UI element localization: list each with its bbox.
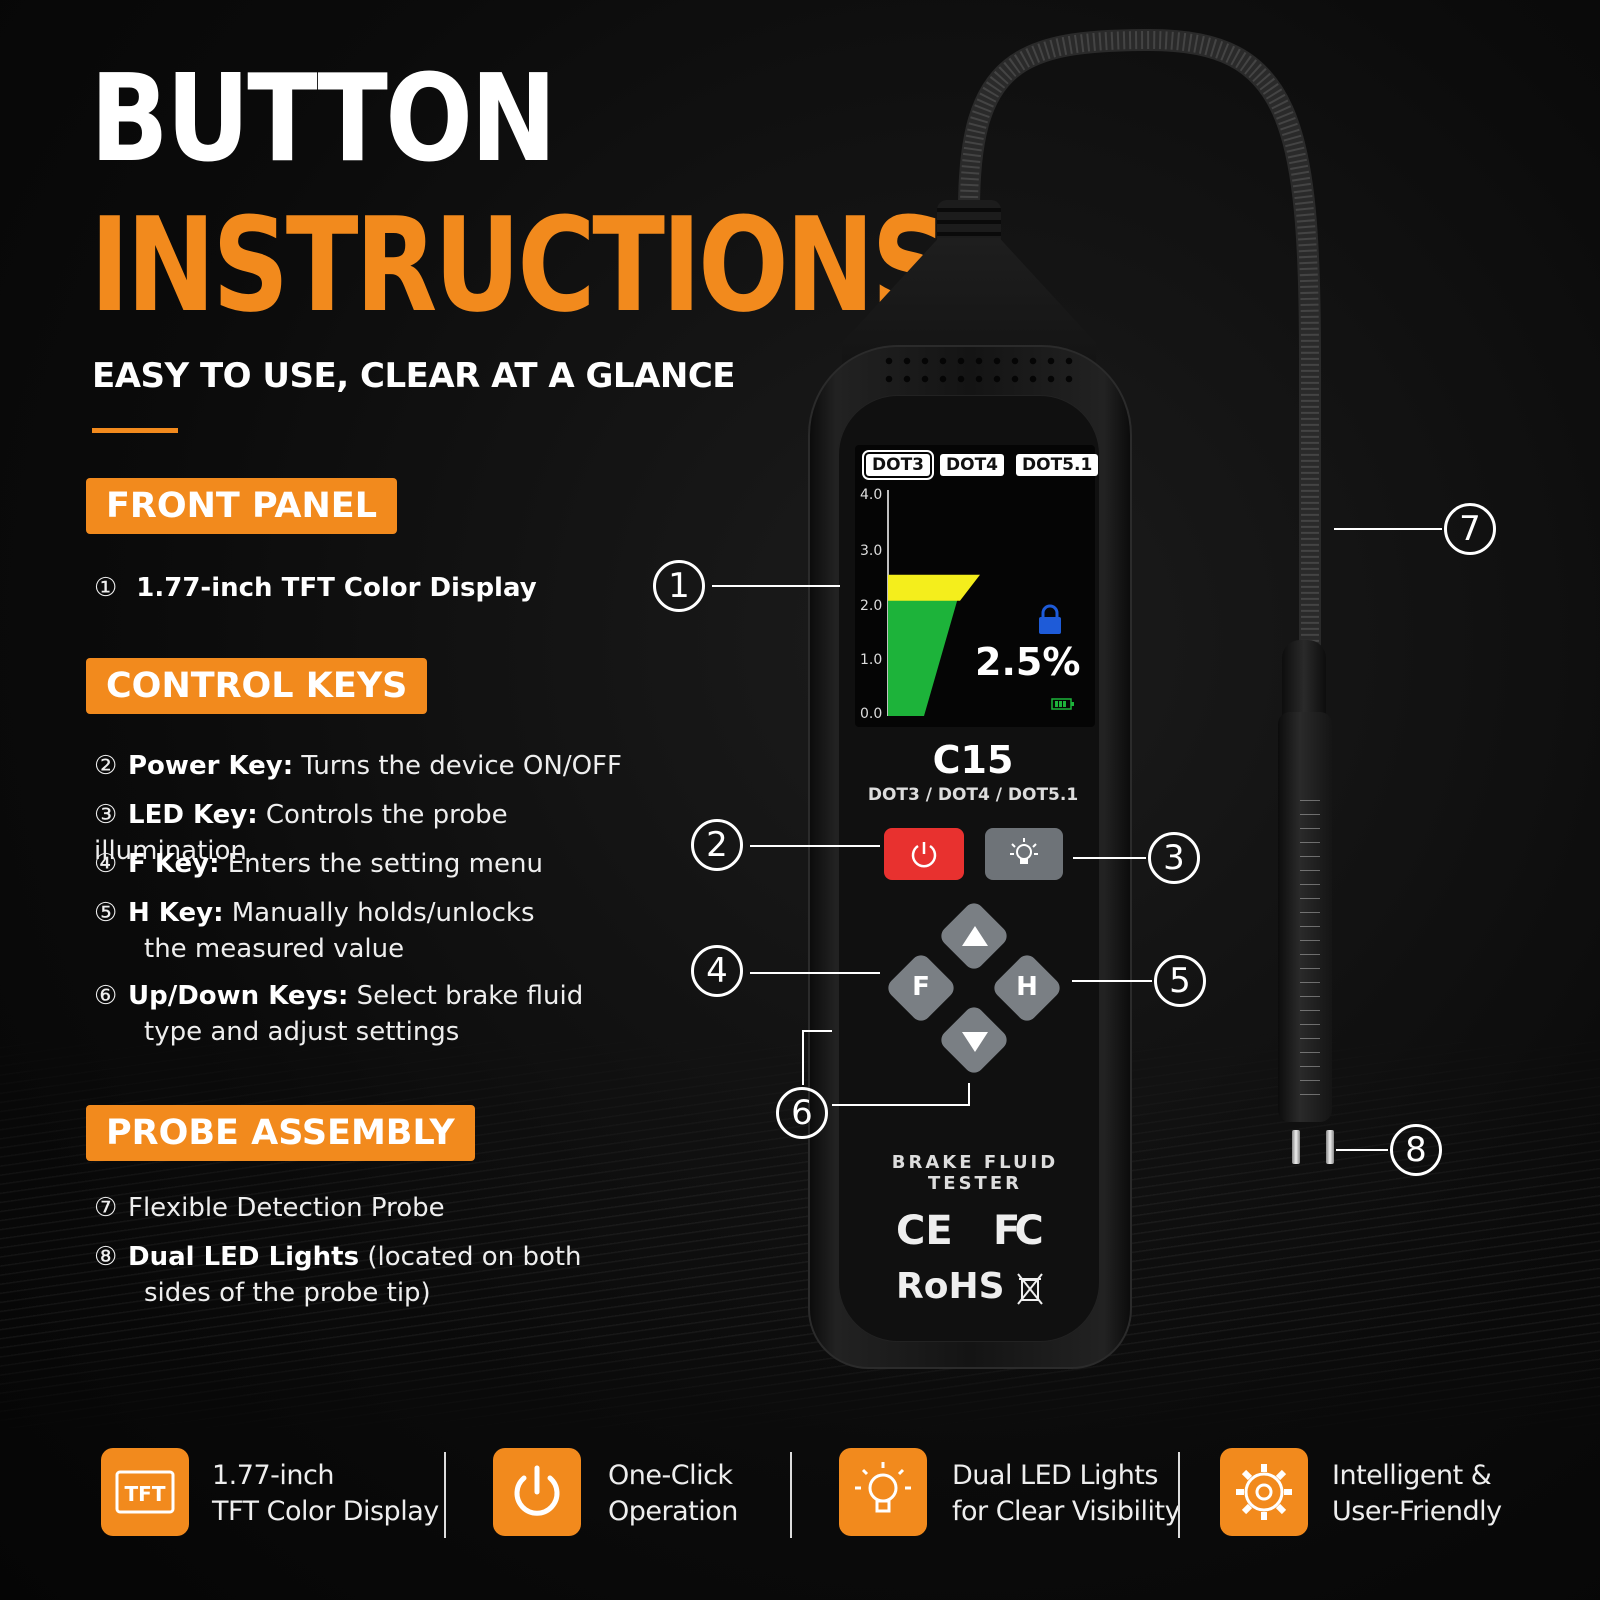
section-probe-assembly: PROBE ASSEMBLY	[86, 1105, 475, 1161]
fc-mark: FC	[993, 1208, 1044, 1254]
callout-2: 2	[691, 819, 743, 871]
rohs-mark: RoHS	[896, 1266, 1005, 1307]
brand-text: BRAKE FLUID TESTER	[891, 1152, 1059, 1194]
feature-tft-icon: TFT	[101, 1448, 189, 1536]
feature-bulb-icon	[839, 1448, 927, 1536]
axis-tick: 1.0	[860, 652, 883, 668]
svg-text:TFT: TFT	[125, 1482, 166, 1506]
power-key[interactable]	[884, 828, 964, 880]
probe-rod	[1278, 712, 1332, 1122]
axis-tick: 3.0	[860, 543, 883, 559]
section-control-keys: CONTROL KEYS	[86, 658, 428, 714]
callout-7: 7	[1444, 503, 1496, 555]
up-arrow-icon	[962, 926, 988, 946]
callout-line	[1073, 857, 1146, 859]
tft-icon: TFT	[115, 1470, 175, 1514]
callout-8: 8	[1390, 1124, 1442, 1176]
callout-line	[968, 1083, 970, 1105]
led-key[interactable]	[985, 828, 1063, 880]
down-arrow-icon	[962, 1032, 988, 1052]
feature-separator	[790, 1452, 792, 1538]
section-front-panel: FRONT PANEL	[86, 478, 397, 534]
model-name: C15	[932, 738, 1014, 782]
tab-dot3: DOT3	[862, 450, 934, 480]
model-subtitle: DOT3 / DOT4 / DOT5.1	[867, 785, 1079, 805]
probe-handle	[1282, 640, 1326, 720]
feature-separator	[1178, 1452, 1180, 1538]
subtitle: EASY TO USE, CLEAR AT A GLANCE	[92, 356, 736, 396]
feature-separator	[444, 1452, 446, 1538]
callout-line	[750, 972, 880, 974]
h-key-label: H	[1016, 972, 1038, 1002]
axis-tick: 4.0	[860, 487, 883, 503]
callout-line	[712, 585, 840, 587]
callout-4: 4	[691, 945, 743, 997]
feature-text: Intelligent &User-Friendly	[1332, 1460, 1502, 1527]
callout-line	[1336, 1149, 1388, 1151]
title-line-1: BUTTON	[90, 50, 557, 189]
weee-bin-icon	[1017, 1273, 1043, 1305]
bulb-icon	[1010, 838, 1038, 864]
axis-tick: 0.0	[860, 706, 883, 722]
reading-value: 2.5%	[975, 640, 1081, 684]
lock-icon	[1039, 604, 1061, 634]
callout-line	[1072, 980, 1152, 982]
tab-dot51: DOT5.1	[1016, 454, 1099, 476]
tab-dot4: DOT4	[940, 454, 1004, 476]
moisture-gauge	[887, 490, 980, 716]
probe-pin	[1292, 1130, 1300, 1164]
list-item: ① 1.77-inch TFT Color Display	[94, 573, 537, 603]
gear-icon	[1236, 1464, 1292, 1520]
callout-line	[802, 1030, 804, 1085]
callout-3: 3	[1148, 832, 1200, 884]
feature-gear-icon	[1220, 1448, 1308, 1536]
ce-mark: CE	[896, 1208, 953, 1254]
callout-5: 5	[1154, 955, 1206, 1007]
power-icon	[911, 842, 937, 868]
power-icon	[514, 1465, 560, 1516]
bulb-icon	[855, 1462, 911, 1513]
accent-divider	[92, 428, 178, 433]
speaker-grille	[880, 352, 1080, 388]
callout-1: 1	[653, 560, 705, 612]
f-key-label: F	[912, 972, 930, 1002]
probe-scale	[1300, 800, 1320, 1100]
callout-line	[802, 1030, 832, 1032]
callout-line	[1334, 528, 1442, 530]
callout-line	[750, 845, 880, 847]
axis-tick: 2.0	[860, 598, 883, 614]
feature-power-icon	[493, 1448, 581, 1536]
probe-pin	[1326, 1130, 1334, 1164]
callout-line	[832, 1104, 970, 1106]
title-line-2: INSTRUCTIONS	[90, 189, 948, 341]
battery-icon	[1051, 698, 1074, 710]
callout-6: 6	[776, 1087, 828, 1139]
